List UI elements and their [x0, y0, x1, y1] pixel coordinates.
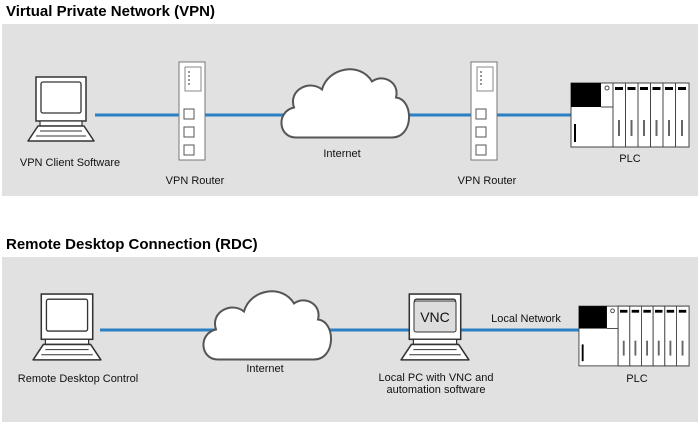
vpn-router2-label: VPN Router	[458, 175, 517, 187]
vpn-plc-label: PLC	[619, 153, 640, 165]
rdc-client-label: Remote Desktop Control	[18, 373, 138, 385]
vpn-router-icon	[470, 61, 498, 161]
vpn-router1-label: VPN Router	[166, 175, 225, 187]
vpn-internet-label: Internet	[323, 148, 360, 160]
plc-icon	[578, 305, 690, 367]
rdc-plc-label: PLC	[626, 373, 647, 385]
vnc-screen	[413, 300, 457, 333]
rdc-internet-label: Internet	[246, 363, 283, 375]
vpn-client-label: VPN Client Software	[20, 157, 120, 169]
laptop-icon	[27, 76, 95, 142]
remote-laptop-icon	[32, 293, 102, 361]
vpn-title: Virtual Private Network (VPN)	[6, 3, 215, 20]
plc-icon	[570, 82, 690, 148]
local-pc-label-line2: automation software	[386, 384, 485, 396]
rdc-title: Remote Desktop Connection (RDC)	[6, 236, 258, 253]
vnc-screen-text: VNC	[420, 309, 450, 325]
vpn-router-icon	[178, 61, 206, 161]
local-network-label: Local Network	[491, 313, 561, 325]
local-pc-label-line1: Local PC with VNC and	[379, 372, 494, 384]
